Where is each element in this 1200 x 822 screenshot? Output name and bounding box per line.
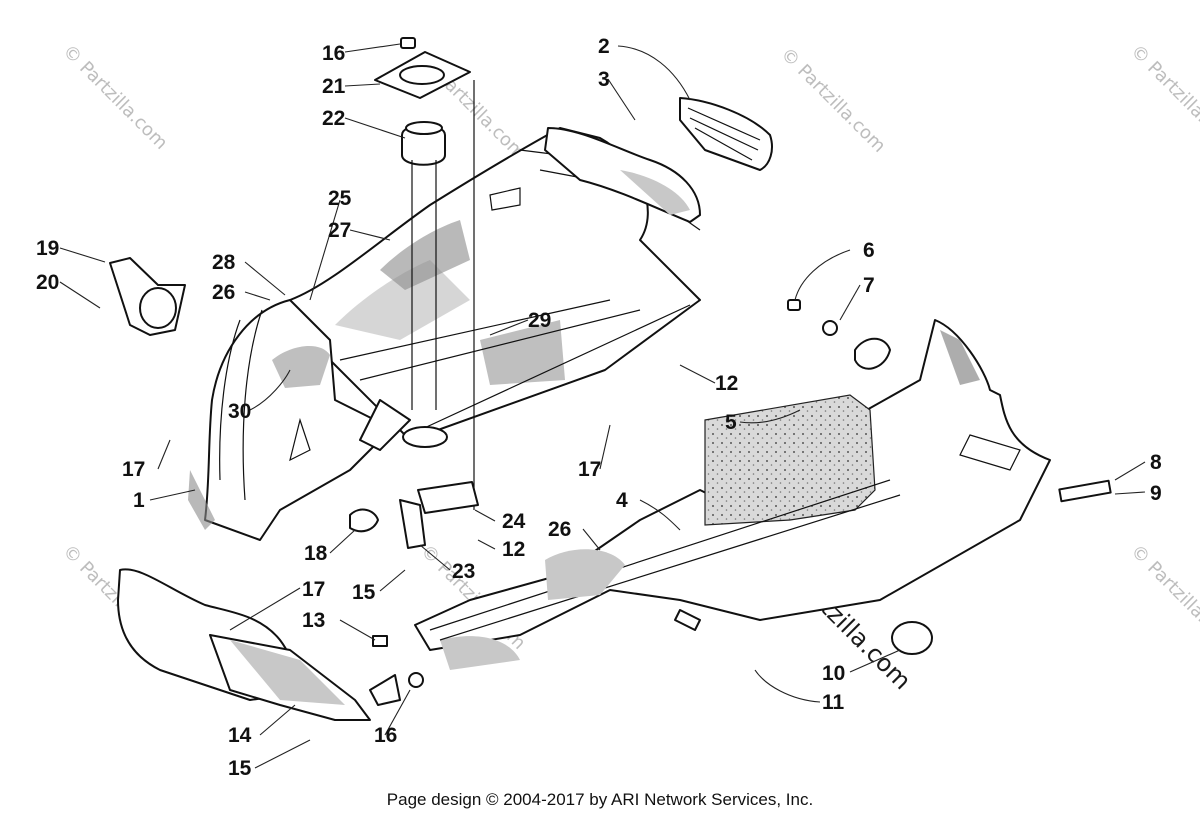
- callout-8: 8: [1150, 451, 1162, 474]
- watermark-4: © Partzilla.com: [1126, 41, 1200, 154]
- callout-2: 2: [598, 35, 610, 58]
- callout-22: 22: [322, 107, 345, 130]
- stack-parts: [374, 37, 475, 510]
- callout-12: 12: [715, 372, 738, 395]
- callout-10: 10: [822, 662, 845, 685]
- callout-21: 21: [322, 75, 346, 98]
- boot-part: [109, 257, 186, 336]
- callout-27: 27: [328, 219, 351, 242]
- watermark-1: © Partzilla.com: [58, 41, 171, 154]
- watermark-7: © Partzilla.com: [1126, 541, 1200, 654]
- small-parts: [349, 299, 1112, 706]
- callout-15: 15: [352, 581, 376, 604]
- callout-1: 1: [133, 489, 145, 512]
- callout-15: 15: [228, 757, 252, 780]
- callout-26: 26: [548, 518, 571, 541]
- callout-28: 28: [212, 251, 236, 274]
- left-side-panel-part: [188, 299, 381, 541]
- callout-11: 11: [822, 691, 845, 714]
- lower-trim-part: [545, 549, 625, 600]
- callout-16: 16: [374, 724, 397, 747]
- vent-grille-part: [679, 97, 773, 171]
- callout-17: 17: [578, 458, 601, 481]
- watermark-3: © Partzilla.com: [776, 44, 889, 157]
- callout-17: 17: [302, 578, 325, 601]
- callout-16: 16: [322, 42, 345, 65]
- callout-6: 6: [863, 239, 875, 262]
- callout-13: 13: [302, 609, 325, 632]
- callout-7: 7: [863, 274, 875, 297]
- leader-lines: [59, 43, 1146, 769]
- callout-14: 14: [228, 724, 252, 747]
- callout-17: 17: [122, 458, 145, 481]
- callout-5: 5: [725, 411, 737, 434]
- callout-30: 30: [228, 400, 251, 423]
- callout-20: 20: [36, 271, 59, 294]
- callout-18: 18: [304, 542, 328, 565]
- page-footer: Page design © 2004-2017 by ARI Network S…: [386, 790, 814, 809]
- callout-23: 23: [452, 560, 475, 583]
- callout-19: 19: [36, 237, 59, 260]
- callout-12: 12: [502, 538, 525, 561]
- callout-labels: 16 21 22 2 3 25 27 19 20 28 26 29 6 7 30…: [36, 35, 1162, 780]
- dash-trim-part: [544, 127, 701, 223]
- callout-24: 24: [502, 510, 526, 533]
- callout-25: 25: [328, 187, 352, 210]
- callout-4: 4: [616, 489, 628, 512]
- callout-29: 29: [528, 309, 551, 332]
- callout-3: 3: [598, 68, 610, 91]
- callout-9: 9: [1150, 482, 1162, 505]
- callout-26: 26: [212, 281, 235, 304]
- front-bumper-part: [117, 568, 371, 721]
